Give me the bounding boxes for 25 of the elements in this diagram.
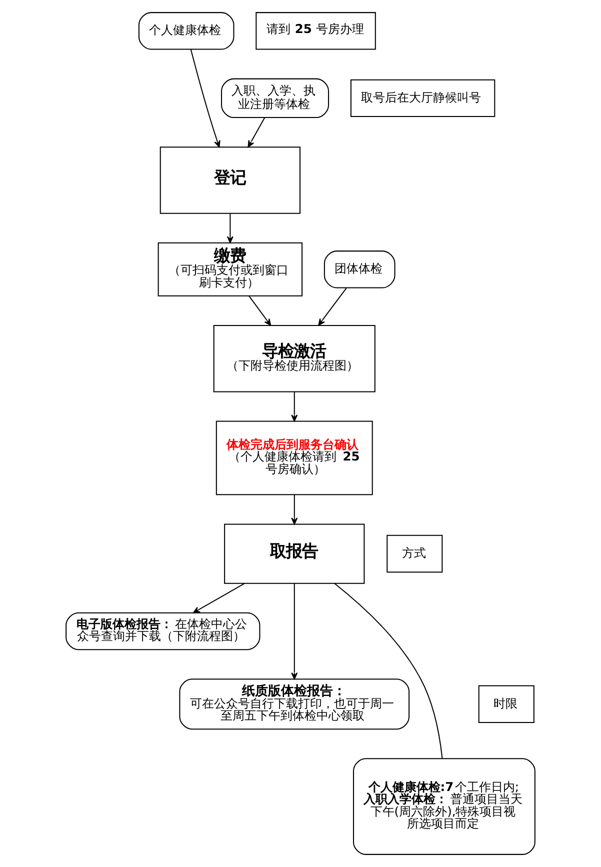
arrow <box>190 49 220 148</box>
node-box: 登记 <box>160 146 300 214</box>
node-box: 纸质版体检报告： 可在公众号自行下载打印，也可于周一至周五下午到体检中心领取 <box>179 678 410 730</box>
node-box: 入职、入学、执业注册等体检 <box>221 78 330 118</box>
node-box: 团体体检 <box>324 250 396 288</box>
arrow <box>318 288 347 326</box>
arrow <box>248 296 272 326</box>
node-box: 取报告 <box>224 524 365 584</box>
node-box: 体检完成后到服务台确认 （个人健康体检请到 25 号房确认） <box>216 420 373 496</box>
arrow <box>226 214 234 244</box>
node-box: 个人健康体检 <box>138 12 234 50</box>
node-box: 取号后在大厅静候叫号 <box>350 79 496 118</box>
arrow <box>291 494 298 525</box>
arrow <box>248 118 266 148</box>
node-box: 导检激活 （下附导检使用流程图） <box>213 324 376 392</box>
node-box: 个人健康体检:7个工作日内; 入职入学体检：普通项目当天下午(周六除外),特殊项目视所选项目而定 <box>353 758 536 855</box>
node-box: 缴费 （可扫码支付或到窗口刷卡支付） <box>158 242 303 296</box>
node-box: 方式 <box>386 534 443 573</box>
arrow <box>291 583 298 680</box>
node-box: 电子版体检报告：在体检中心公众号查询并下载（下附流程图） <box>66 612 260 650</box>
connector <box>334 582 443 759</box>
node-box: 时限 <box>478 685 534 723</box>
arrow <box>192 583 245 614</box>
arrow <box>291 392 298 422</box>
node-box: 请到 25 号房办理 <box>256 12 376 50</box>
